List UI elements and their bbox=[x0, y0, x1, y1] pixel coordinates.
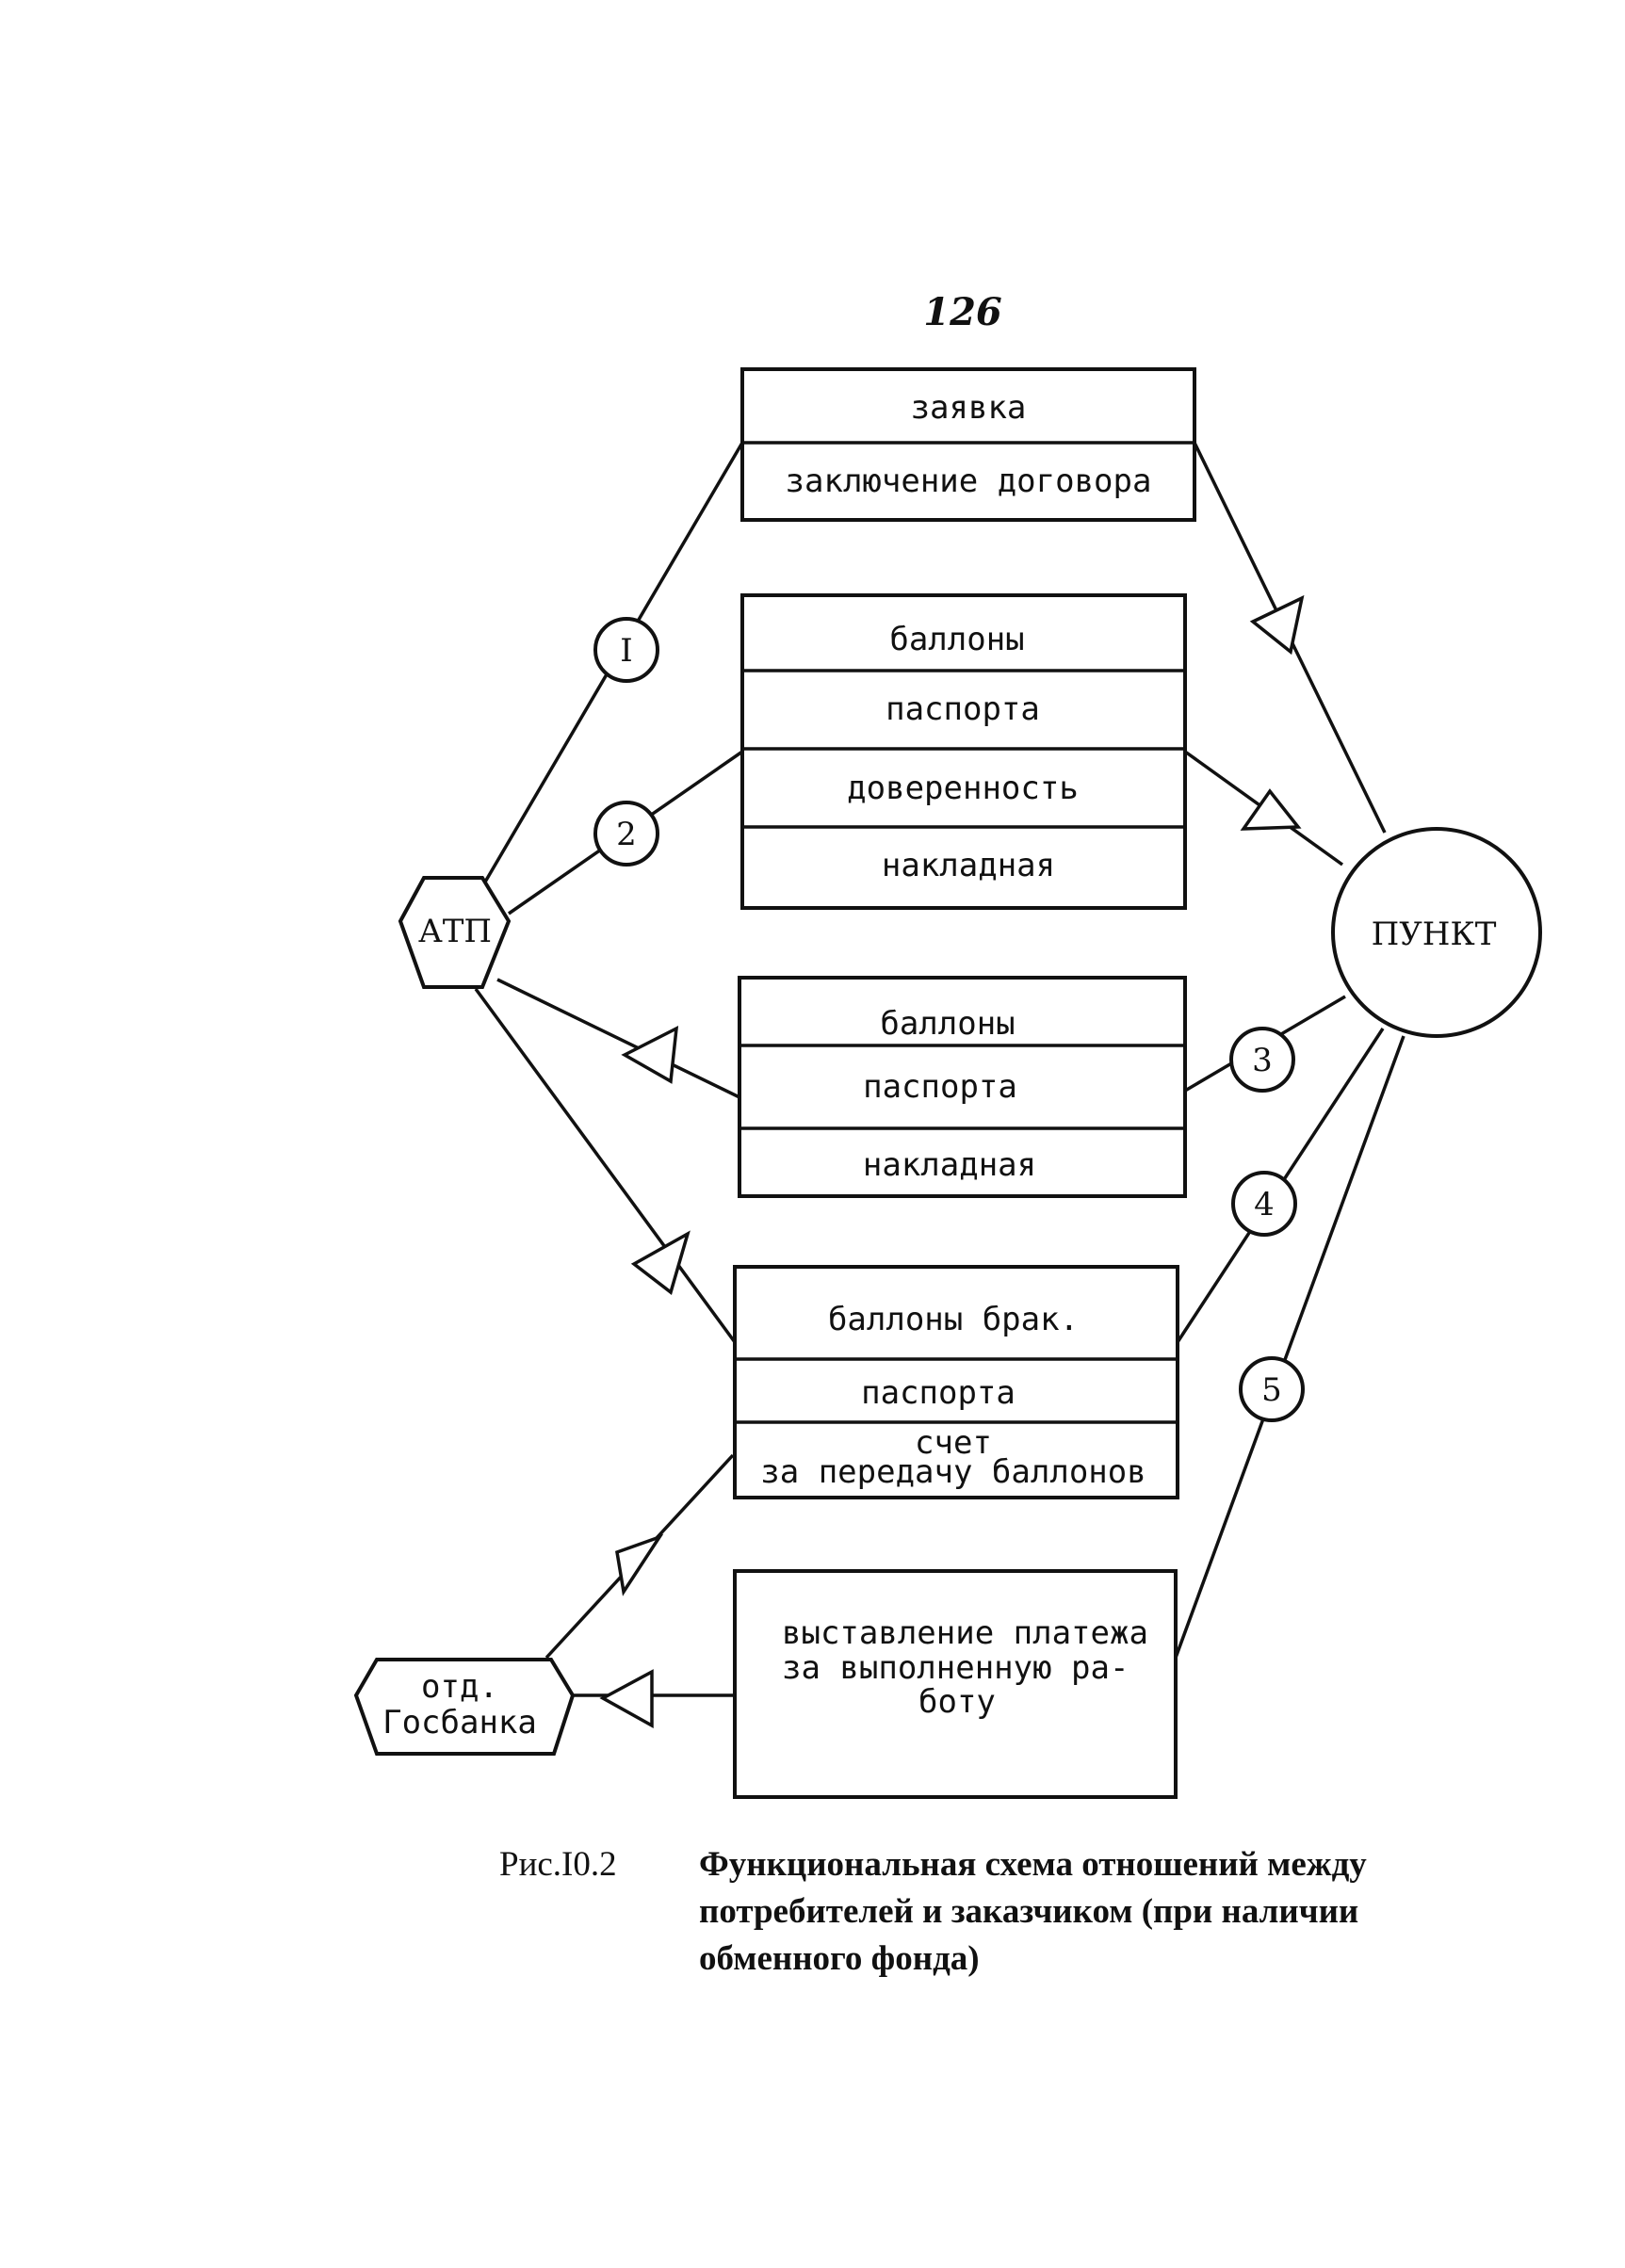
line-defective-to-atp bbox=[474, 987, 737, 1344]
flow-marker-5-label: 5 bbox=[1261, 1371, 1282, 1409]
box-contract-row-1: заявка bbox=[911, 389, 1027, 427]
page-number: 126 bbox=[923, 290, 1002, 334]
box-contract-row-2: заключение договора bbox=[786, 462, 1152, 500]
flow-marker-3-label: 3 bbox=[1252, 1042, 1273, 1079]
box-payment-line-3: боту bbox=[918, 1683, 996, 1721]
flow-markers: I 2 3 4 5 bbox=[593, 617, 1305, 1422]
box-defective-row-4: за передачу баллонов bbox=[760, 1453, 1146, 1491]
line-cylinders-out-to-atp bbox=[496, 978, 740, 1099]
node-atp-label: АТП bbox=[418, 913, 492, 950]
node-atp: АТП bbox=[398, 876, 512, 989]
arrow-to-bank-2-icon bbox=[599, 1669, 654, 1728]
arrow-to-point-1-icon bbox=[1249, 594, 1305, 656]
box-cylinders-out-row-3: накладная bbox=[863, 1146, 1036, 1184]
box-cylinders-out-row-1: баллоны bbox=[880, 1005, 1015, 1043]
line-point-to-payment bbox=[1174, 1035, 1406, 1659]
flow-marker-3: 3 bbox=[1229, 1027, 1295, 1093]
node-bank: отд. Госбанка bbox=[353, 1658, 576, 1756]
figure-caption-line-1: Функциональная схема отношений между bbox=[699, 1845, 1367, 1884]
arrow-to-atp-1-icon bbox=[621, 1025, 679, 1084]
figure-caption-text: Функциональная схема отношений между пот… bbox=[699, 1841, 1434, 1983]
box-cylinders-in: баллоны паспорта доверенность накладная bbox=[740, 593, 1187, 910]
box-cylinders-in-row-3: доверенность bbox=[847, 770, 1079, 807]
flow-marker-4: 4 bbox=[1231, 1171, 1297, 1237]
figure-caption-label: Рис.I0.2 bbox=[499, 1845, 617, 1884]
box-cylinders-out-row-2: паспорта bbox=[863, 1068, 1017, 1106]
figure-caption-line-2: потребителей и заказчиком (при наличии bbox=[699, 1892, 1359, 1931]
node-point-label: ПУНКТ bbox=[1372, 915, 1497, 953]
flow-marker-2: 2 bbox=[593, 801, 659, 867]
box-cylinders-in-row-2: паспорта bbox=[886, 690, 1040, 728]
box-defective-row-3: счет bbox=[915, 1424, 992, 1462]
box-defective-row-1: баллоны брак. bbox=[828, 1301, 1079, 1338]
box-defective-row-2: паспорта bbox=[861, 1374, 1016, 1412]
box-contract: заявка заключение договора bbox=[740, 367, 1196, 522]
arrow-to-bank-1-icon bbox=[615, 1533, 664, 1596]
flow-marker-1-label: I bbox=[620, 632, 632, 670]
node-point: ПУНКТ bbox=[1331, 827, 1542, 1038]
box-defective: баллоны брак. паспорта счет за передачу … bbox=[733, 1265, 1179, 1499]
flow-arrows bbox=[599, 594, 1305, 1728]
node-bank-line-2: Госбанка bbox=[382, 1704, 537, 1742]
figure-caption-line-3: обменного фонда) bbox=[699, 1939, 980, 1978]
flow-marker-4-label: 4 bbox=[1254, 1186, 1275, 1223]
box-cylinders-in-row-4: накладная bbox=[882, 847, 1055, 884]
flow-marker-5: 5 bbox=[1239, 1356, 1305, 1422]
box-payment-line-1: выставление платежа bbox=[782, 1614, 1148, 1652]
arrow-to-atp-2-icon bbox=[630, 1230, 691, 1295]
box-payment-line-2: за выполненную ра- bbox=[782, 1649, 1129, 1687]
box-cylinders-in-row-1: баллоны bbox=[889, 621, 1024, 658]
node-bank-line-1: отд. bbox=[421, 1668, 498, 1706]
flow-marker-1: I bbox=[593, 617, 659, 683]
box-payment: выставление платежа за выполненную ра- б… bbox=[733, 1569, 1178, 1799]
arrow-to-point-2-icon bbox=[1240, 788, 1302, 831]
box-cylinders-out: баллоны паспорта накладная bbox=[738, 976, 1187, 1198]
flow-marker-2-label: 2 bbox=[616, 816, 637, 853]
